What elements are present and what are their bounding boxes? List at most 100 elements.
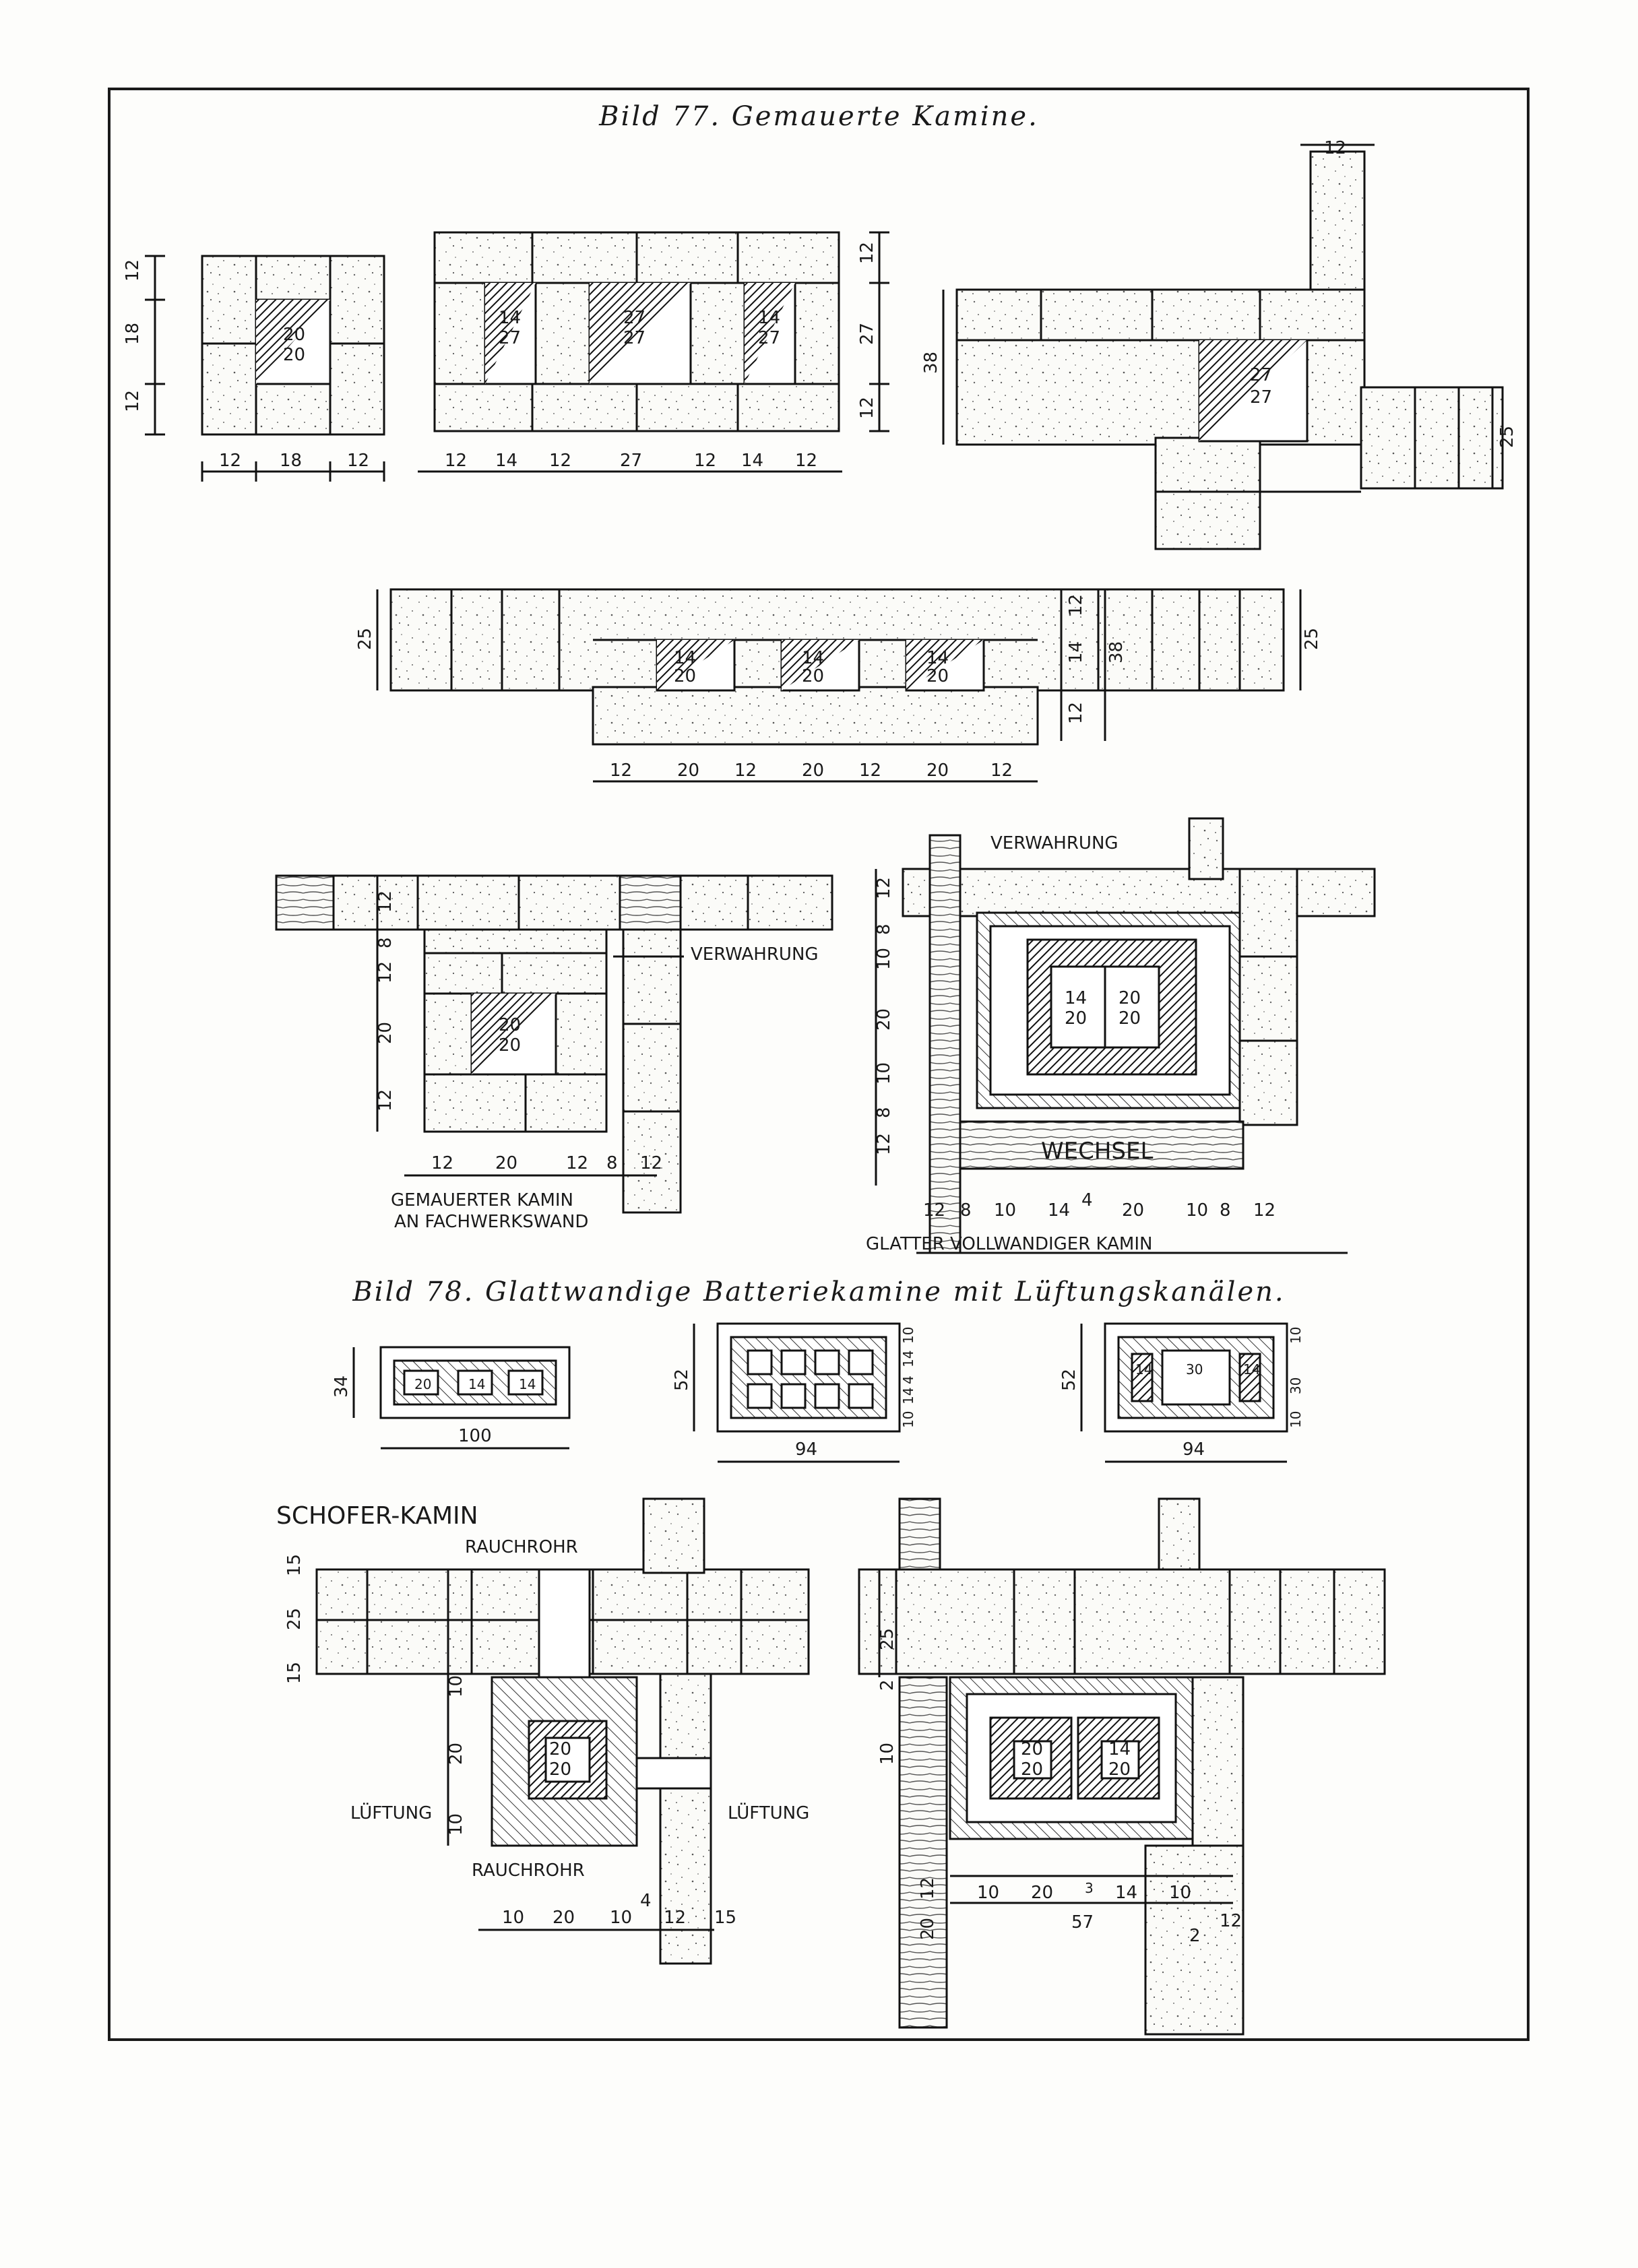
last-vdim-3: 10: [877, 1743, 897, 1765]
d2-flue2-bottom: 27: [623, 328, 645, 348]
figure-78-caption: Bild 78. Glattwandige Batteriekamine mit…: [352, 1276, 1286, 1307]
schofer-flue-bottom: 20: [549, 1759, 571, 1780]
d6-flue2-top: 20: [1119, 988, 1141, 1008]
d6-mark-4: 4: [1081, 1190, 1093, 1210]
d4-hdim-4: 20: [802, 760, 824, 781]
d4-right-dim-3: 12: [1066, 702, 1086, 724]
d5-vdim-4: 20: [375, 1022, 396, 1044]
d6-hdim-6: 10: [1186, 1200, 1208, 1221]
battery-block-3: [1080, 1322, 1288, 1463]
schofer-mark-4: 4: [640, 1891, 652, 1911]
d6-flue2-bottom: 20: [1119, 1008, 1141, 1029]
b2-height: 52: [672, 1369, 692, 1391]
b3-side-1: 10: [1288, 1327, 1304, 1344]
d6-hdim-2: 8: [960, 1200, 972, 1221]
last-hdim-4: 14: [1115, 1883, 1137, 1903]
d4-dim-38: 38: [1106, 641, 1127, 663]
last-flue1-top: 20: [1021, 1739, 1043, 1759]
d6-vdim-1: 12: [874, 877, 894, 899]
schofer-vdim-1: 15: [284, 1554, 305, 1576]
d5-title-line-2: AN FACHWERKSWAND: [394, 1212, 588, 1232]
b2-side-1: 10: [900, 1327, 916, 1344]
d6-verwahrung-label: VERWAHRUNG: [990, 833, 1119, 853]
schofer-lueftung-left: LÜFTUNG: [350, 1802, 432, 1823]
chimney-drawing-6: [875, 817, 1376, 1254]
d6-vdim-2: 8: [874, 924, 894, 935]
d5-vdim-3: 12: [375, 961, 396, 983]
d6-hdim-3: 10: [994, 1200, 1016, 1221]
d3-flue-bottom: 27: [1250, 387, 1272, 408]
d1-vdim-2: 18: [123, 323, 143, 345]
b1-height: 34: [332, 1375, 352, 1398]
d5-hdim-4: 8: [606, 1153, 618, 1173]
d3-flue-top: 27: [1250, 365, 1272, 385]
d6-title: GLATTER VOLLWANDIGER KAMIN: [866, 1234, 1152, 1254]
d5-flue-top: 20: [499, 1015, 521, 1035]
d4-flue2-top: 14: [802, 648, 824, 668]
schofer-hdim-5: 15: [714, 1908, 736, 1928]
schofer-vdim-3: 15: [284, 1662, 305, 1684]
d6-flue1-top: 14: [1065, 988, 1087, 1008]
d4-flue2-bottom: 20: [802, 666, 824, 686]
schofer-flue-top: 20: [549, 1739, 571, 1759]
d4-hdim-7: 12: [990, 760, 1013, 781]
b3-flue-1: 14: [1135, 1361, 1152, 1378]
b2-side-2: 14: [900, 1351, 916, 1367]
page-frame: [108, 88, 1530, 2041]
d5-vdim-1: 12: [375, 890, 396, 913]
d4-hdim-5: 12: [859, 760, 881, 781]
schofer-lueftung-right: LÜFTUNG: [728, 1802, 809, 1823]
d5-hdim-3: 12: [566, 1153, 588, 1173]
d2-flue3-top: 14: [758, 308, 780, 328]
d5-title-line-1: GEMAUERTER KAMIN: [391, 1190, 573, 1210]
last-vdim-5: 20: [918, 1918, 938, 1940]
d2-vdim-3: 12: [857, 397, 877, 419]
chimney-drawing-2: [418, 231, 889, 473]
d4-flue3-top: 14: [926, 648, 949, 668]
last-flue2-top: 14: [1108, 1739, 1131, 1759]
d1-vdim-3: 12: [123, 390, 143, 412]
d4-dim-25: 25: [1302, 628, 1322, 650]
d4-right-dim-2: 14: [1066, 641, 1086, 663]
d6-vdim-3: 10: [874, 948, 894, 970]
d1-hdim-2: 18: [280, 451, 302, 471]
chimney-drawing-5: [275, 874, 833, 1214]
b1-width: 100: [458, 1426, 492, 1446]
d6-hdim-5: 20: [1122, 1200, 1144, 1221]
d6-vdim-5: 10: [874, 1062, 894, 1084]
d4-flue1-top: 14: [674, 648, 696, 668]
last-flue1-bottom: 20: [1021, 1759, 1043, 1780]
d6-hdim-4: 14: [1048, 1200, 1070, 1221]
d5-hdim-2: 20: [495, 1153, 517, 1173]
d1-flue-top: 20: [283, 325, 305, 345]
d4-hdim-3: 12: [734, 760, 757, 781]
battery-block-2: [693, 1322, 901, 1463]
last-hdim-1: 10: [977, 1883, 999, 1903]
d2-hdim-5: 12: [694, 451, 716, 471]
schofer-vdim-6: 10: [446, 1813, 466, 1836]
b3-height: 52: [1059, 1369, 1079, 1391]
last-hdim-5: 10: [1169, 1883, 1191, 1903]
d2-hdim-2: 14: [495, 451, 517, 471]
schofer-hdim-4: 12: [664, 1908, 686, 1928]
b2-side-3: 4: [900, 1375, 916, 1384]
figure-77-caption: Bild 77. Gemauerte Kamine.: [599, 101, 1039, 132]
schofer-title: SCHOFER-KAMIN: [276, 1502, 478, 1530]
d4-left-dim: 25: [355, 628, 375, 650]
last-flue2-bottom: 20: [1108, 1759, 1131, 1780]
schofer-rauchrohr-top: RAUCHROHR: [465, 1537, 578, 1557]
d6-hdim-8: 12: [1253, 1200, 1275, 1221]
d2-hdim-7: 12: [795, 451, 817, 471]
battery-block-1: [352, 1346, 571, 1450]
d6-hdim-1: 12: [923, 1200, 945, 1221]
last-vdim-4: 12: [918, 1877, 938, 1900]
d2-vdim-2: 27: [857, 323, 877, 345]
d2-hdim-4: 27: [620, 451, 642, 471]
d1-hdim-3: 12: [347, 451, 369, 471]
b2-side-5: 10: [900, 1411, 916, 1428]
d6-wechsel-label: WECHSEL: [1041, 1138, 1153, 1165]
b2-width: 94: [795, 1439, 817, 1460]
schofer-hdim-3: 10: [610, 1908, 632, 1928]
chimney-drawing-1: [145, 255, 385, 482]
